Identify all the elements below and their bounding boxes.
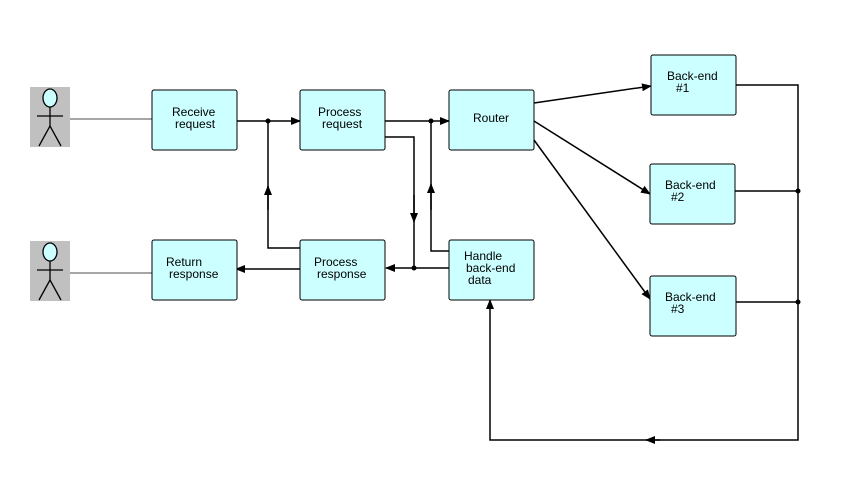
edge-backends-to-handle-data (486, 84, 799, 441)
node-label: #2 (671, 190, 685, 204)
node-label: response (169, 267, 219, 281)
node-backend-1: Back-end #1 (650, 54, 737, 116)
junction-dot (795, 299, 801, 305)
node-process-response: Process response (299, 239, 386, 301)
actor-user-top (30, 87, 70, 147)
node-label: request (322, 117, 363, 131)
node-label: #3 (671, 302, 685, 316)
node-label: back-end (466, 261, 515, 275)
node-backend-3: Back-end #3 (649, 275, 737, 337)
actor-user-bottom (30, 241, 70, 301)
edge-process-request-to-process-response (385, 136, 415, 268)
node-label: Back-end (667, 69, 718, 83)
node-label: data (468, 273, 492, 287)
node-router: Router (448, 89, 535, 151)
junction-dot (265, 118, 271, 124)
edge-router-to-backend-2 (533, 120, 651, 195)
node-label: Router (473, 111, 509, 125)
node-label: Process (318, 105, 361, 119)
node-label: Handle (464, 249, 502, 263)
node-label: Back-end (665, 178, 716, 192)
edges (70, 83, 801, 444)
node-label: Process (314, 255, 357, 269)
node-process-request: Process request (299, 89, 386, 151)
edge-router-to-backend-3 (533, 139, 651, 300)
stick-figure-icon (37, 88, 63, 147)
edge-router-to-backend-1 (533, 83, 652, 104)
node-handle-backend-data: Handle back-end data (448, 239, 535, 301)
junction-dot (411, 265, 417, 271)
node-label: response (317, 267, 367, 281)
node-label: Receive (172, 105, 216, 119)
edge-handle-to-router (430, 121, 449, 252)
edge-process-response-to-process-request (267, 121, 300, 249)
node-label: Return (166, 255, 202, 269)
node-label: request (175, 117, 216, 131)
node-label: #1 (676, 81, 690, 95)
stick-figure-icon (37, 242, 63, 301)
node-backend-2: Back-end #2 (649, 163, 736, 225)
junction-dot (428, 118, 434, 124)
node-label: Back-end (665, 290, 716, 304)
junction-dot (795, 188, 801, 194)
node-receive-request: Receive request (151, 89, 238, 151)
node-return-response: Return response (151, 239, 238, 301)
